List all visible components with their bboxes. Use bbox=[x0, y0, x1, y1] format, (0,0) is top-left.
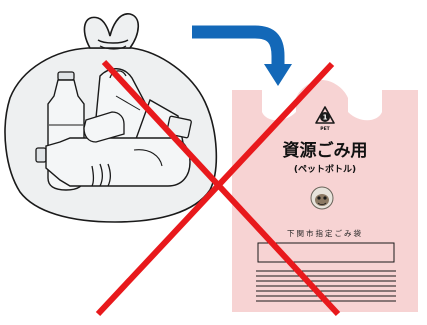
pet-bottle-lying bbox=[35, 137, 191, 187]
pet-bottle-small bbox=[83, 111, 125, 143]
designated-garbage-bag: 1 PET 資源ごみ用 (ペットボトル) 下関市指定ごみ袋 bbox=[232, 80, 418, 312]
recycle-number: 1 bbox=[323, 114, 328, 122]
name-box bbox=[257, 242, 395, 263]
arrow-icon bbox=[192, 25, 292, 86]
bag-subtitle: (ペットボトル) bbox=[294, 163, 356, 175]
recycle-label: PET bbox=[320, 126, 330, 132]
mascot-icon bbox=[310, 186, 334, 210]
red-cross-mark bbox=[95, 59, 341, 317]
bag-lines bbox=[256, 270, 396, 302]
bag-designation: 下関市指定ごみ袋 bbox=[287, 228, 363, 238]
pet-recycle-icon: 1 PET bbox=[315, 106, 335, 132]
bag-title: 資源ごみ用 bbox=[283, 140, 368, 161]
